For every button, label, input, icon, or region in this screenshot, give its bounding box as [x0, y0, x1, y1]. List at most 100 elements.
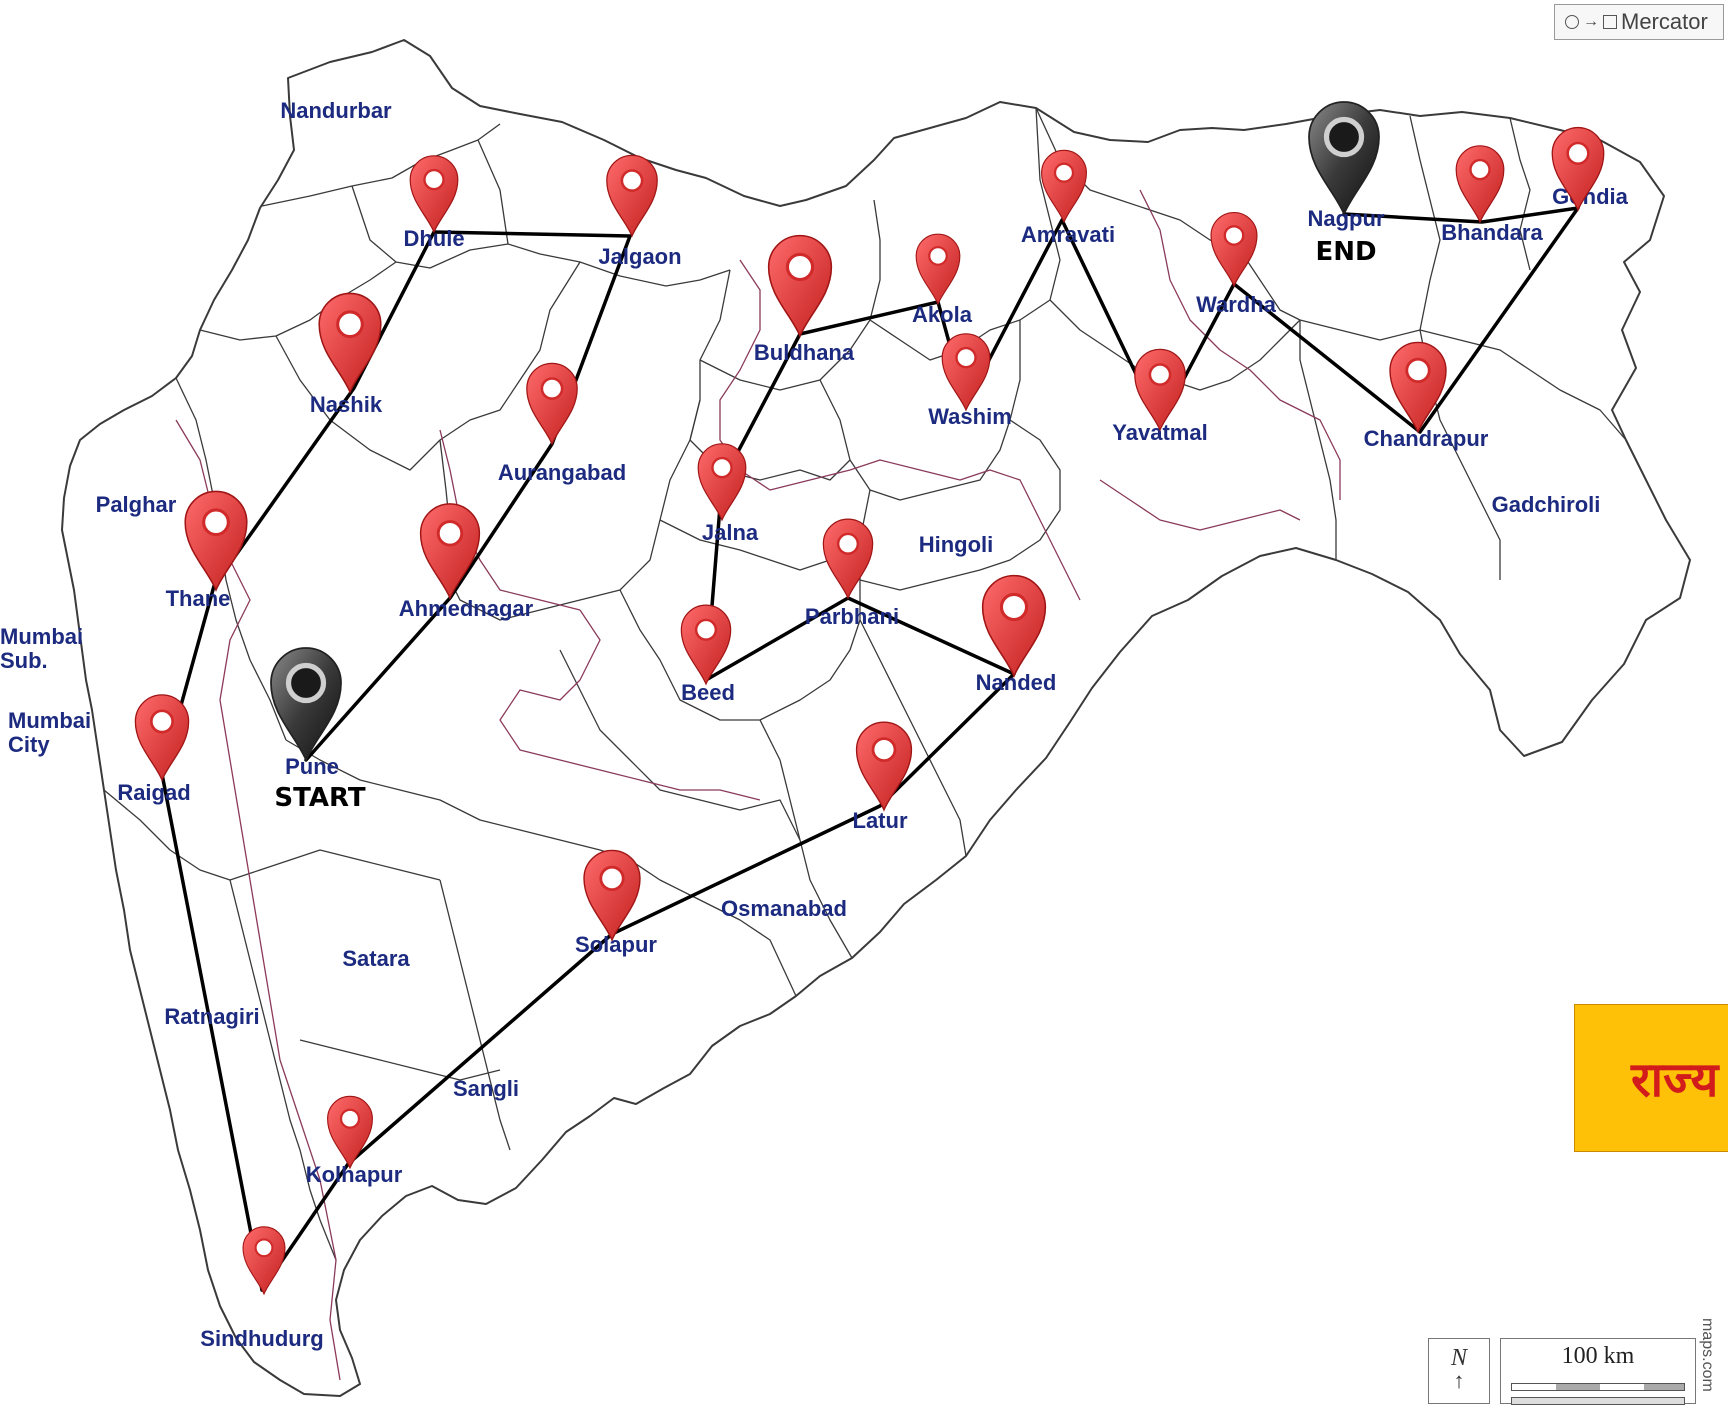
map-pin-icon [318, 292, 382, 394]
district-label: Hingoli [919, 532, 994, 557]
map-pin-icon [327, 1095, 373, 1170]
district-label: Ratnagiri [164, 1004, 259, 1029]
title-banner: राज्य [1574, 1004, 1728, 1152]
district-label-line: Mumbai [8, 708, 91, 733]
district-label-line: City [8, 732, 50, 757]
map-pin-body [1455, 145, 1505, 224]
map-pin-body [822, 518, 874, 600]
arrow-right-icon: → [1583, 13, 1599, 30]
scale-legend: N ↑ 100 km [1428, 1338, 1698, 1408]
map-pin-hole [999, 592, 1029, 622]
map-pin-body [1210, 212, 1258, 288]
map-pin-icon [680, 604, 732, 686]
map-pin-body [242, 1226, 286, 1296]
map-pin-hole [436, 520, 464, 547]
map-pin-body [583, 849, 641, 942]
map-pin-icon [822, 518, 874, 600]
map-pin-icon [855, 721, 913, 812]
district-label: Nandurbar [280, 98, 392, 123]
map-pin-icon [981, 574, 1047, 678]
map-pin-icon [409, 155, 459, 234]
district-label: Washim [928, 404, 1012, 429]
projection-badge: → Mercator [1554, 4, 1724, 40]
map-pin-hole [285, 662, 327, 704]
map-pin-body [318, 292, 382, 394]
map-pin-hole [955, 346, 977, 369]
map-pin-body [981, 574, 1047, 678]
map-pin-body [327, 1095, 373, 1170]
map-pin-icon [419, 503, 481, 600]
map-pin-hole [871, 737, 897, 762]
map-pin-body [767, 234, 833, 338]
circle-icon [1565, 15, 1579, 29]
map-pin-hole [336, 310, 364, 339]
map-pin-hole [1405, 357, 1431, 384]
map-pin-hole [1566, 141, 1590, 165]
map-pin-hole [1223, 225, 1245, 246]
district-label: Bhandara [1441, 220, 1543, 245]
map-pin-hole [1469, 158, 1491, 181]
map-pin-icon [697, 443, 747, 522]
map-pin-hole [711, 456, 733, 479]
route-endpoint-label-start: START [274, 783, 365, 813]
district-label: Beed [681, 680, 735, 705]
map-pin-body [1551, 126, 1605, 212]
district-label: Solapur [575, 932, 657, 957]
map-pin-hole [599, 865, 625, 892]
district-label: Sangli [453, 1076, 519, 1101]
map-pin-icon [1041, 149, 1087, 224]
map-pin-icon [1210, 212, 1258, 288]
map-pin-icon [184, 490, 248, 592]
map-pin-body [526, 362, 578, 446]
map-credit: maps.com [1699, 1318, 1716, 1392]
map-pin-hole [423, 168, 445, 191]
map-pin-hole [150, 709, 174, 734]
scale-km-label: 100 km [1561, 1343, 1635, 1369]
map-pin-body [409, 155, 459, 234]
map-pin-icon [1455, 145, 1505, 224]
route-line [160, 206, 1580, 1292]
district-label: Aurangabad [498, 460, 626, 485]
map-pin-body [419, 503, 481, 600]
map-pin-body [606, 154, 658, 238]
map-pin-body [1041, 149, 1087, 224]
map-pin-dark-icon [270, 647, 342, 763]
map-pin-icon [1134, 348, 1186, 432]
map-pin-dark-icon [1308, 101, 1380, 217]
square-icon [1603, 15, 1617, 29]
map-pin-icon [134, 694, 190, 782]
north-arrow: N ↑ [1428, 1338, 1490, 1404]
map-pin-body [941, 333, 991, 412]
map-pin-body [855, 721, 913, 812]
district-label: Sindhudurg [200, 1326, 323, 1351]
district-label: Wardha [1196, 292, 1277, 317]
map-pin-icon [941, 333, 991, 412]
district-label: Jalna [702, 520, 759, 545]
map-pin-icon [606, 154, 658, 238]
north-label: N [1450, 1345, 1467, 1371]
map-pin-hole [1323, 116, 1365, 158]
map-pin-body [1389, 341, 1447, 434]
district-label: Kolhapur [306, 1162, 403, 1187]
district-label: Parbhani [805, 604, 899, 629]
district-label: Nanded [976, 670, 1057, 695]
district-label: Ahmednagar [399, 596, 534, 621]
district-label: Satara [342, 946, 410, 971]
district-labels: NandurbarDhuleJalgaonNashikPalgharThaneM… [0, 98, 1629, 1351]
map-pin-body [697, 443, 747, 522]
district-label: Amravati [1021, 222, 1115, 247]
district-label-line: Sub. [0, 648, 48, 673]
map-pin-hole [339, 1108, 361, 1129]
map-pin-body [915, 233, 961, 306]
map-pin-body [1134, 348, 1186, 432]
map-pin-icon [242, 1226, 286, 1296]
map-pin-icon [583, 849, 641, 942]
district-label: Jalgaon [598, 244, 681, 269]
district-label: Pune [285, 754, 339, 779]
map-pin-icon [1551, 126, 1605, 212]
north-arrow-icon: ↑ [1453, 1368, 1465, 1393]
map-pin-hole [254, 1238, 274, 1258]
map-pin-icon [1389, 341, 1447, 434]
